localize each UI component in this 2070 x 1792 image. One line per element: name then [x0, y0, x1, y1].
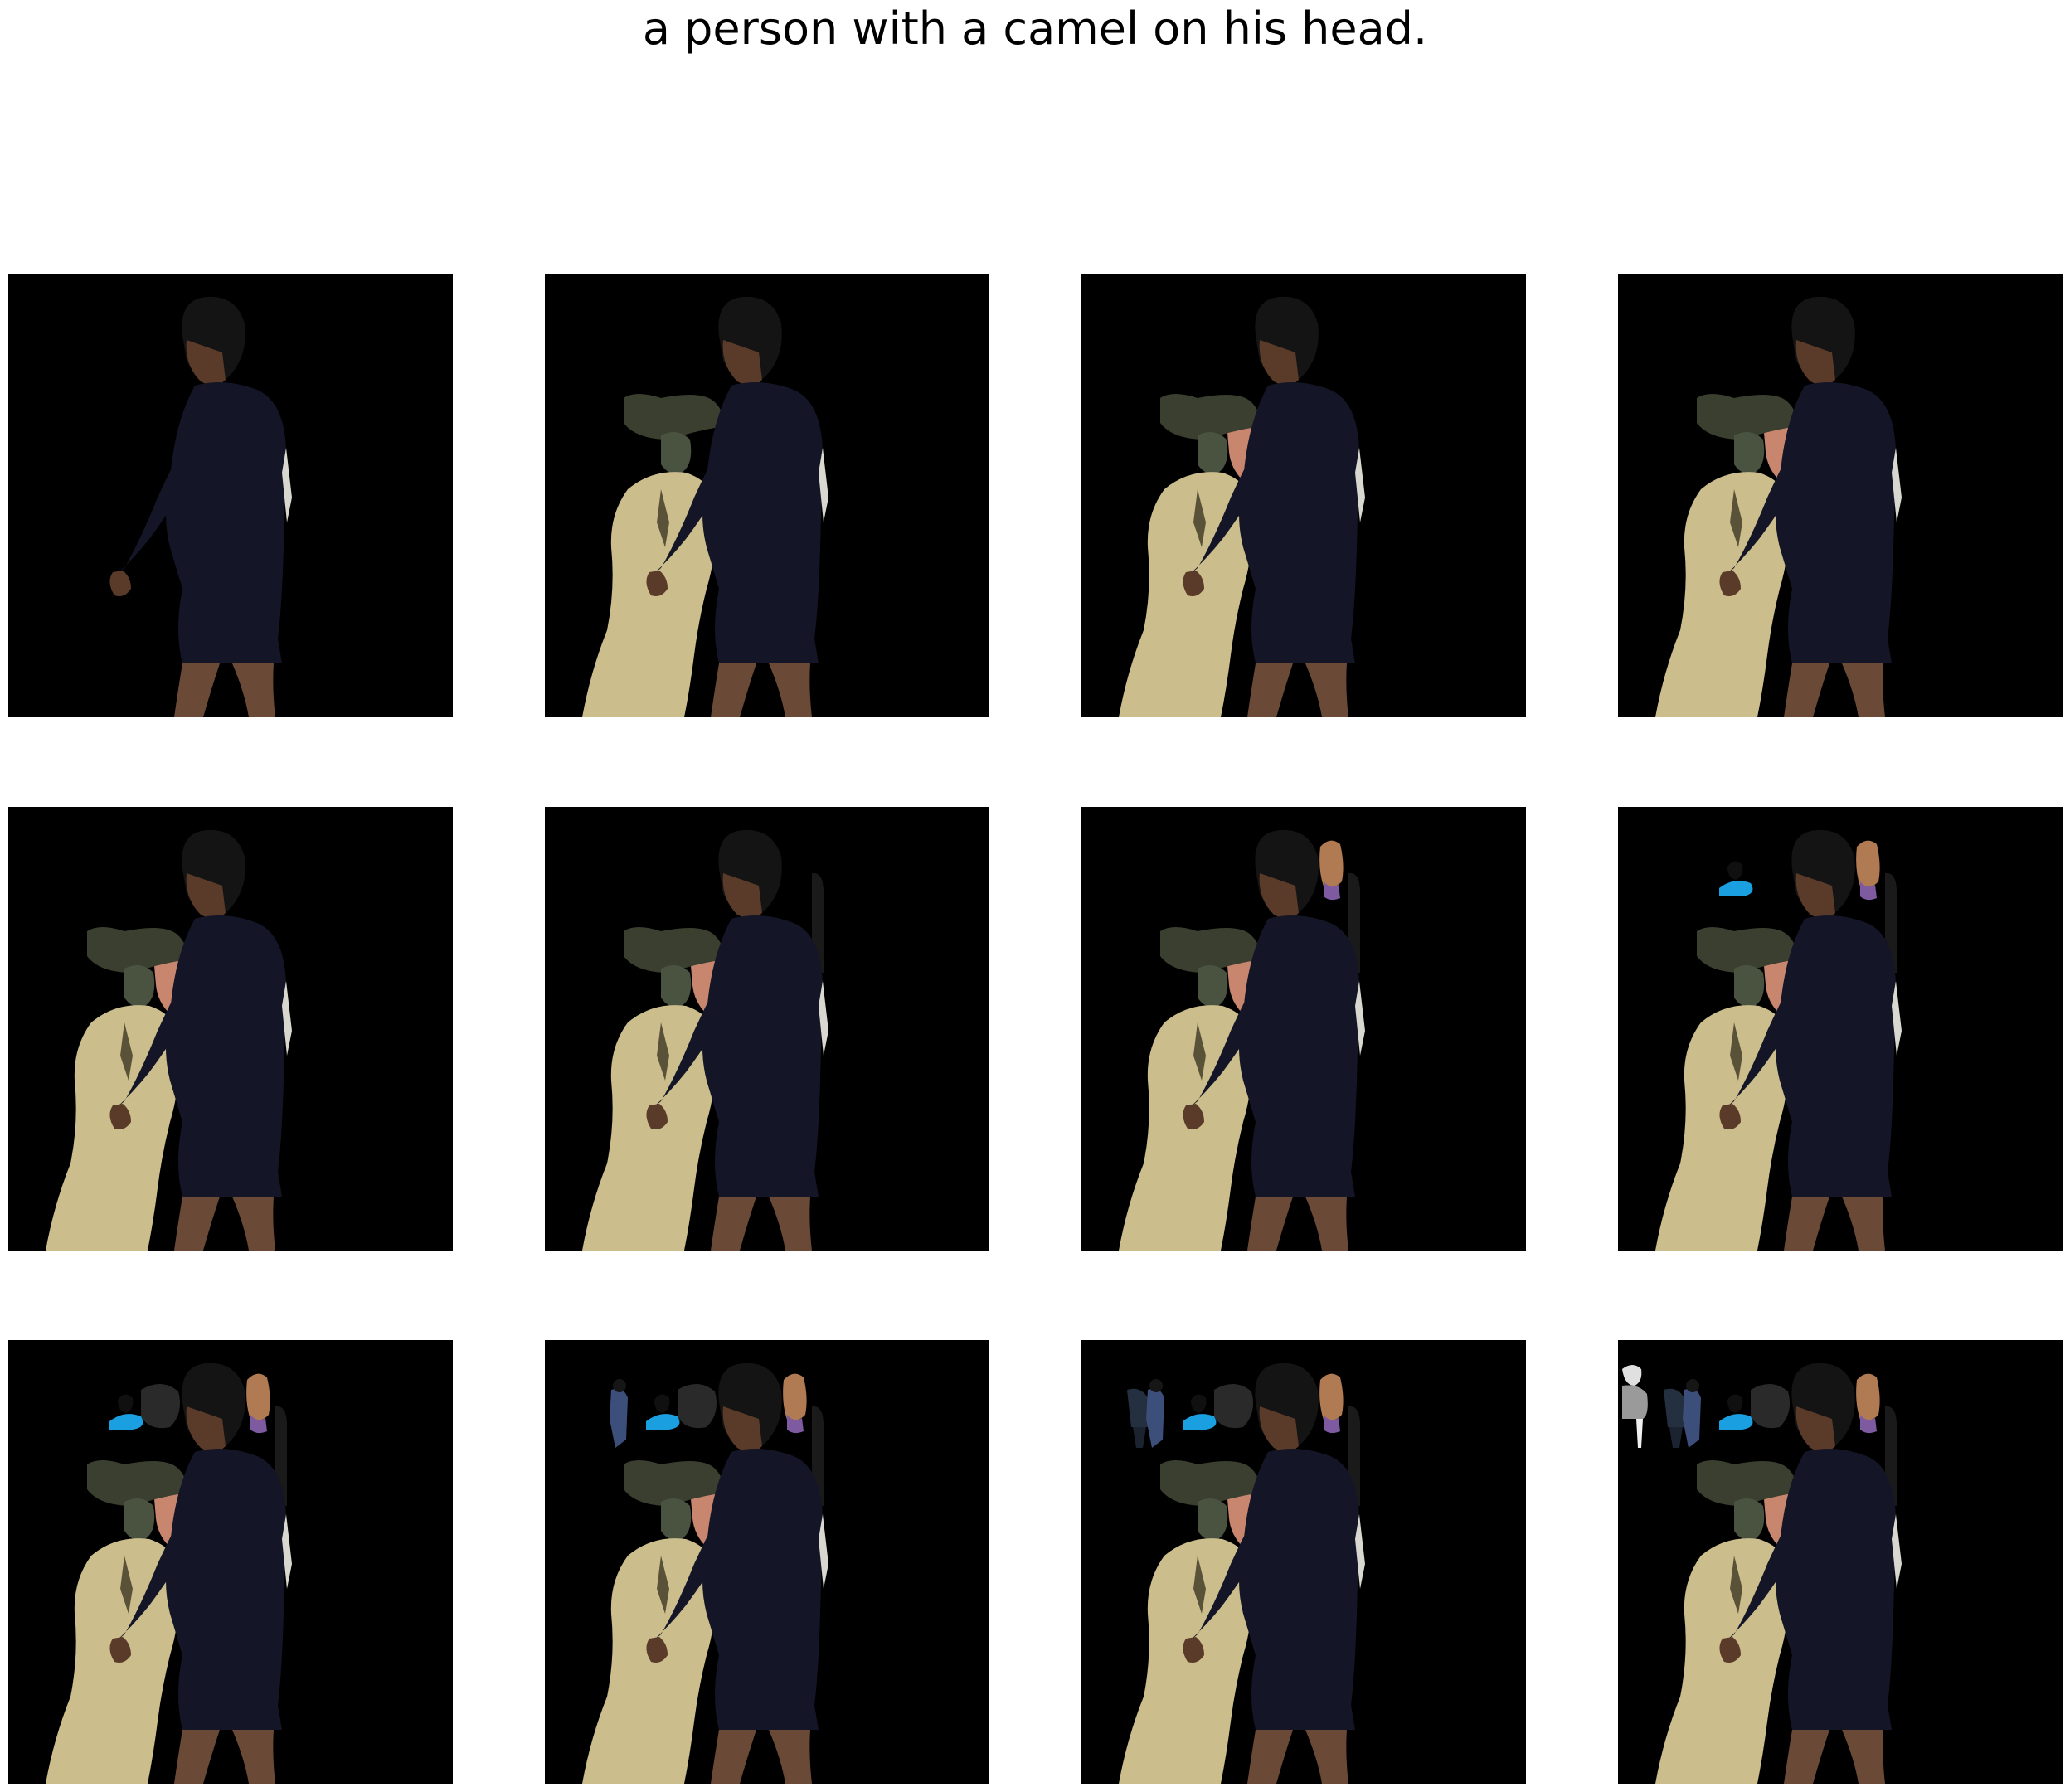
equipment-figure	[1127, 1388, 1149, 1448]
auburn-hair-woman	[246, 1373, 270, 1434]
collage-image	[1618, 807, 2063, 1251]
panel-3	[1081, 274, 1526, 717]
blue-shirt-person	[1719, 1394, 1753, 1430]
man-wetsuit-figure	[646, 829, 828, 1251]
man-wetsuit-figure	[1183, 1362, 1365, 1784]
panel-11	[1081, 1340, 1526, 1784]
blue-shirt-person	[1719, 861, 1753, 896]
grayscale-seated-man	[1622, 1365, 1648, 1448]
man-wetsuit-figure	[109, 829, 292, 1251]
collage-image	[545, 807, 989, 1251]
small-group-figure	[1146, 1379, 1164, 1448]
figure-title: a person with a camel on his head.	[642, 2, 1428, 55]
man-wetsuit-figure	[109, 1362, 292, 1784]
auburn-hair-woman	[1319, 1373, 1344, 1434]
auburn-hair-woman	[783, 1373, 807, 1434]
man-wetsuit-figure	[1719, 829, 1902, 1251]
collage-image	[8, 274, 453, 717]
dark-round-head	[141, 1383, 181, 1429]
small-group-figure	[610, 1379, 628, 1448]
panel-12	[1618, 1340, 2063, 1784]
man-wetsuit-figure	[1183, 829, 1365, 1251]
panel-7	[1081, 807, 1526, 1251]
panel-6	[545, 807, 989, 1251]
panel-1	[8, 274, 453, 717]
collage-image	[8, 807, 453, 1251]
panel-2	[545, 274, 989, 717]
collage-image	[8, 1340, 453, 1784]
man-wetsuit-figure	[1183, 296, 1365, 717]
panel-5	[8, 807, 453, 1251]
panel-4	[1618, 274, 2063, 717]
equipment-figure	[1664, 1388, 1686, 1448]
collage-image	[1081, 274, 1526, 717]
auburn-hair-woman	[1856, 1373, 1880, 1434]
man-wetsuit-figure	[1719, 296, 1902, 717]
panel-8	[1618, 807, 2063, 1251]
collage-image	[545, 274, 989, 717]
man-wetsuit-figure	[109, 296, 292, 717]
small-group-figure	[1683, 1379, 1701, 1448]
collage-image	[545, 1340, 989, 1784]
auburn-hair-woman	[1856, 840, 1880, 901]
blue-shirt-person	[646, 1394, 680, 1430]
panel-10	[545, 1340, 989, 1784]
collage-image	[1081, 807, 1526, 1251]
man-wetsuit-figure	[1719, 1362, 1902, 1784]
panel-9	[8, 1340, 453, 1784]
man-wetsuit-figure	[646, 1362, 828, 1784]
auburn-hair-woman	[1319, 840, 1344, 901]
dark-round-head	[678, 1383, 717, 1429]
dark-round-head	[1214, 1383, 1254, 1429]
blue-shirt-person	[1183, 1394, 1217, 1430]
dark-round-head	[1751, 1383, 1791, 1429]
blue-shirt-person	[109, 1394, 143, 1430]
collage-image	[1618, 1340, 2063, 1784]
man-wetsuit-figure	[646, 296, 828, 717]
collage-image	[1618, 274, 2063, 717]
collage-image	[1081, 1340, 1526, 1784]
